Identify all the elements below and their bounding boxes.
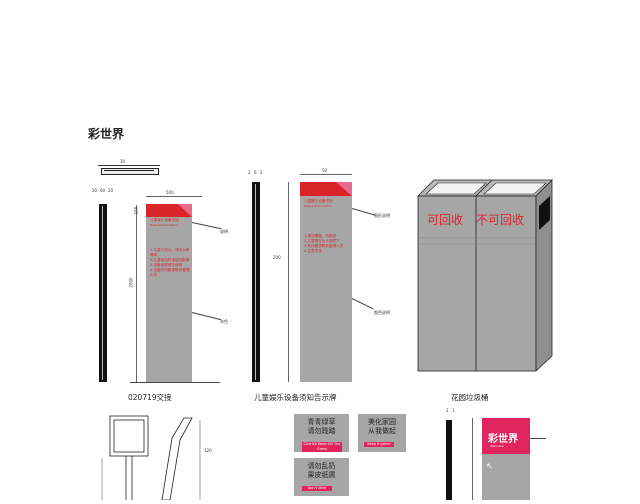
sign1-panel: 儿童娱乐设备须知 Notice information 1.儿童只可以，请勿大声… [146, 204, 192, 382]
sign1-body-text: 1.儿童只可以，请勿大声喧哗 2.儿童使用时请保持距离 3.设备维修请勿使用 4… [150, 248, 190, 277]
plan-dim: 30 [120, 159, 126, 164]
sign1-dim-b: 60 [100, 188, 106, 193]
sign1-dim-c: 20 [108, 188, 114, 193]
lawn-sign-1-text: 青青绿草 请勿践踏 [307, 418, 336, 435]
sign2-dim-width: 50 [322, 168, 328, 173]
sign2-group: 2 6 2 200 50 儿童娱乐设备须知 Notice information… [240, 160, 410, 390]
pylon-panel: 彩世界 Welcome ↖ [482, 418, 530, 500]
sign2-note-top: 图形说明 [374, 213, 390, 218]
sign2-dim-b: 6 [254, 170, 257, 175]
sign2-header-bar [300, 182, 352, 196]
bottom-left-dim: 120 [204, 448, 212, 453]
lawn-sign-2: 美化家园 从我做起 Keep it green [358, 414, 406, 452]
sign1-dim-a: 20 [92, 188, 98, 193]
pylon-sub: Welcome [490, 444, 504, 448]
sign2-dim-c: 2 [260, 170, 263, 175]
bottom-line-drawing: 120 [100, 408, 220, 501]
sign2-header-sub: Notice information [304, 204, 332, 208]
pylon-dim-a: 2 [446, 408, 449, 413]
sign2-dim-height: 200 [273, 255, 281, 260]
sign2-body-text: 1.请勿攀爬，勿推挤 2.儿童需在大人陪同下 3.有问题请联系管理人员 4.注意… [304, 234, 344, 253]
sign1-group: 30 20 60 20 2000 150 500 儿童娱乐设备须知 Notice… [90, 159, 240, 390]
sign1-header-sub: Notice information [150, 223, 178, 227]
bin-label-recyclable: 可回收 [427, 213, 464, 227]
sign1-plan-view: 30 [98, 159, 160, 175]
bin-drawing [417, 179, 553, 372]
lawn-sign-3-tag: Don't litter [302, 486, 332, 491]
lawn-sign-3: 请勿乱扔 果皮纸屑 Don't litter [294, 458, 349, 496]
sign2-dim-a: 2 [248, 170, 251, 175]
sign1-dim-height: 2000 [128, 277, 134, 288]
sign2-header-text: 儿童娱乐设备须知 [304, 199, 333, 203]
sign2-side-profile [252, 182, 260, 382]
lawn-sign-2-tag: Keep it green [364, 442, 394, 447]
sign1-dim-header: 150 [133, 206, 139, 215]
lawn-sign-1-tag: Cherish Keep Off The Grass [302, 442, 342, 452]
lawn-sign-1: 青青绿草 请勿践踏 Cherish Keep Off The Grass [294, 414, 349, 452]
pylon-brand-block: 彩世界 Welcome [482, 418, 530, 454]
sign1-header-bar [146, 204, 192, 217]
sign1-note-bottom: 灰色 [220, 319, 228, 324]
pylon-dim-b: 1 [452, 408, 455, 413]
caption-sign2: 儿童娱乐设备须知告示牌 [254, 393, 337, 402]
sign2-panel: 儿童娱乐设备须知 Notice information 1.请勿攀爬，勿推挤 2… [300, 182, 352, 382]
arrow-icon: ↖ [486, 462, 494, 472]
sign1-side-profile [99, 204, 107, 382]
sign1-header-text: 儿童娱乐设备须知 [150, 218, 179, 222]
wayfinding-pylon: 2 1 彩世界 Welcome ↖ [438, 408, 558, 500]
lawn-sign-2-text: 美化家园 从我做起 [368, 418, 396, 435]
garden-bin: 可回收 不可回收 [416, 176, 556, 376]
sign1-dim-width: 500 [166, 190, 174, 195]
sign2-note-bottom: 颜色说明 [374, 310, 390, 315]
sign1-note-top: 说明 [220, 229, 228, 234]
pylon-brand: 彩世界 [488, 434, 518, 445]
lawn-sign-3-text: 请勿乱扔 果皮纸屑 [307, 462, 336, 479]
caption-bin: 花园垃圾桶 [451, 393, 489, 402]
bin-label-non-recyclable: 不可回收 [476, 213, 525, 227]
caption-sign1: 020719交接 [128, 393, 172, 402]
brand-title: 彩世界 [88, 127, 125, 141]
